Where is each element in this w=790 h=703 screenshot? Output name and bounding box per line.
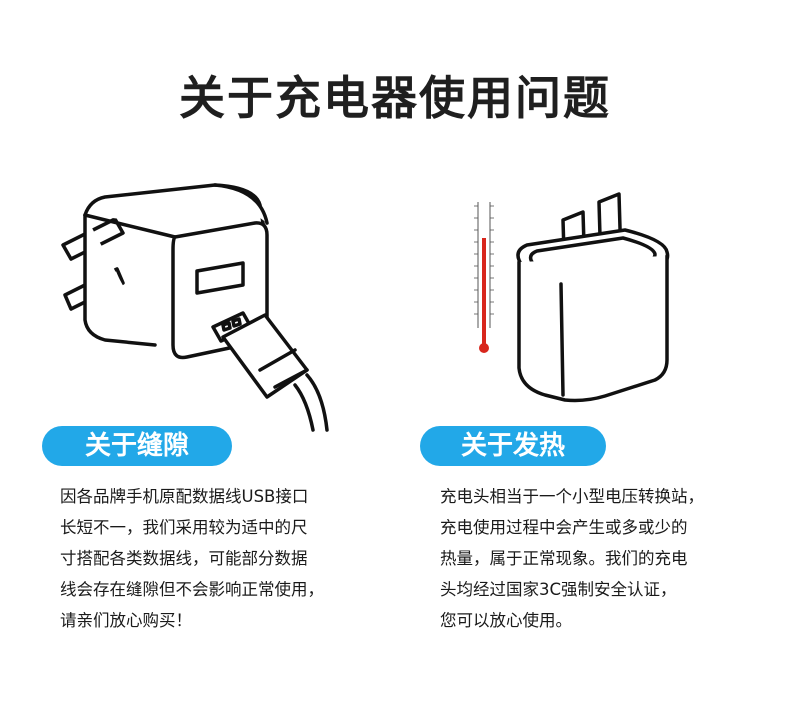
heat-description: 充电头相当于一个小型电压转换站， 充电使用过程中会产生或多或少的 热量，属于正常… bbox=[440, 481, 704, 636]
heat-line: 热量，属于正常现象。我们的充电 bbox=[440, 549, 688, 568]
gap-description: 因各品牌手机原配数据线USB接口 长短不一，我们采用较为适中的尺 寸搭配各类数据… bbox=[60, 481, 324, 636]
heat-line: 头均经过国家3C强制安全认证， bbox=[440, 580, 677, 599]
page-title: 关于充电器使用问题 bbox=[179, 71, 611, 125]
heading-gap-badge: 关于缝隙 bbox=[42, 426, 232, 466]
gap-line: 长短不一，我们采用较为适中的尺 bbox=[60, 518, 308, 537]
gap-line: 因各品牌手机原配数据线USB接口 bbox=[60, 487, 309, 506]
gap-line: 请亲们放心购买！ bbox=[60, 611, 192, 630]
heat-line: 您可以放心使用。 bbox=[440, 611, 572, 630]
gap-line: 线会存在缝隙但不会影响正常使用， bbox=[60, 580, 324, 599]
gap-line: 寸搭配各类数据线，可能部分数据 bbox=[60, 549, 308, 568]
heading-heat-badge: 关于发热 bbox=[420, 426, 606, 466]
thermometer-icon bbox=[474, 202, 494, 353]
charger-with-cable-illustration bbox=[61, 183, 329, 432]
heat-line: 充电头相当于一个小型电压转换站， bbox=[440, 487, 704, 506]
heat-line: 充电使用过程中会产生或多或少的 bbox=[440, 518, 688, 537]
charger-illustration bbox=[516, 192, 670, 403]
